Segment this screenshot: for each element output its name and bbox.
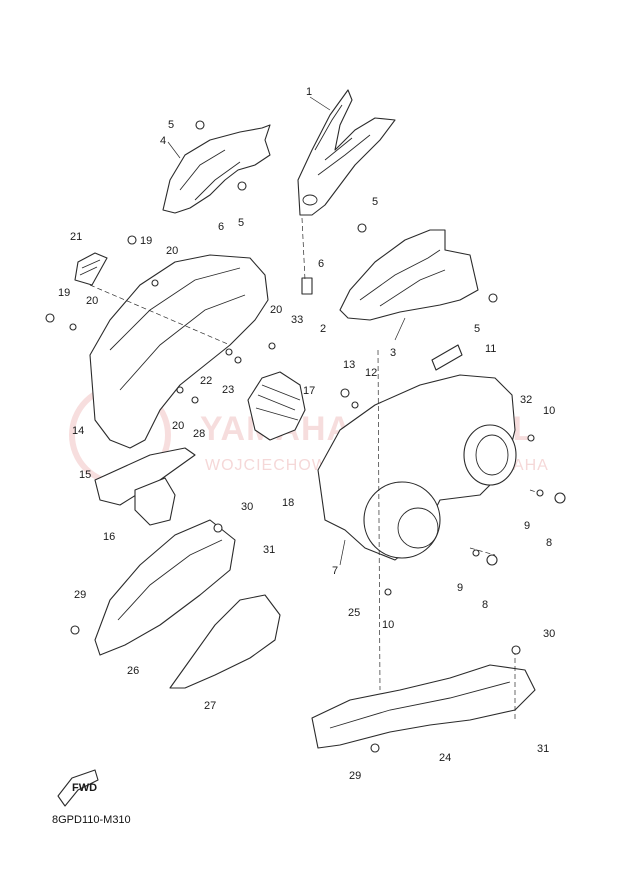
part-7-body-cover[interactable]	[317, 374, 517, 561]
callout-5a: 5	[168, 119, 174, 131]
callout-20d: 20	[172, 420, 184, 432]
callout-32: 32	[520, 394, 532, 406]
callout-21: 21	[70, 231, 82, 243]
callout-31a: 31	[263, 544, 275, 556]
callout-5c: 5	[372, 196, 378, 208]
callout-8a: 8	[546, 537, 552, 549]
callout-30a: 30	[241, 501, 253, 513]
callout-9a: 9	[524, 520, 530, 532]
callout-15: 15	[79, 469, 91, 481]
part-14-inner-panel[interactable]	[89, 254, 269, 449]
callout-6b: 6	[318, 258, 324, 270]
callout-20a: 20	[166, 245, 178, 257]
callout-29a: 29	[74, 589, 86, 601]
callout-16: 16	[103, 531, 115, 543]
fwd-arrow-icon: FWD	[57, 769, 99, 807]
callout-10b: 10	[382, 619, 394, 631]
callout-17: 17	[303, 385, 315, 397]
part-24-undercover[interactable]	[311, 664, 536, 749]
callout-14: 14	[72, 425, 84, 437]
leader-lines	[89, 96, 546, 720]
callout-7: 7	[332, 565, 338, 577]
fwd-label: FWD	[72, 782, 97, 794]
part-1-top-cover[interactable]	[297, 89, 396, 216]
callout-24: 24	[439, 752, 451, 764]
callout-23: 23	[222, 384, 234, 396]
part-17-mesh[interactable]	[247, 371, 306, 441]
callout-4: 4	[160, 135, 166, 147]
callout-3: 3	[390, 347, 396, 359]
callout-28: 28	[193, 428, 205, 440]
part-26-lower-panel[interactable]	[94, 519, 236, 656]
callout-13: 13	[343, 359, 355, 371]
callout-33: 33	[291, 314, 303, 326]
callout-1: 1	[306, 86, 312, 98]
callout-5d: 5	[474, 323, 480, 335]
callout-22: 22	[200, 375, 212, 387]
callout-29b: 29	[349, 770, 361, 782]
callout-19b: 19	[58, 287, 70, 299]
callout-20b: 20	[86, 295, 98, 307]
part-3-side-cover[interactable]	[339, 229, 479, 321]
callout-9b: 9	[457, 582, 463, 594]
part-15-cover[interactable]	[94, 447, 196, 506]
diagram-ref-code: 8GPD110-M310	[52, 814, 131, 826]
callout-20c: 20	[270, 304, 282, 316]
callout-5b: 5	[238, 217, 244, 229]
part-27-lower-panel[interactable]	[169, 594, 281, 689]
callout-11: 11	[485, 343, 496, 355]
callout-26: 26	[127, 665, 139, 677]
callout-27: 27	[204, 700, 216, 712]
callout-25: 25	[348, 607, 360, 619]
callout-31b: 31	[537, 743, 549, 755]
callouts: 1 2 3 4 5 5 5 5 6 6 7 8 8 9 9 10 10 11 1…	[58, 86, 555, 782]
callout-30b: 30	[543, 628, 555, 640]
part-11-badge[interactable]	[431, 344, 463, 371]
part-4-front-fender[interactable]	[162, 124, 271, 214]
callout-19a: 19	[140, 235, 152, 247]
callout-18: 18	[282, 497, 294, 509]
callout-2: 2	[320, 323, 326, 335]
callout-10a: 10	[543, 405, 555, 417]
callout-6a: 6	[218, 221, 224, 233]
fasteners	[45, 120, 566, 753]
part-2-clip[interactable]	[301, 277, 313, 295]
part-21-grille[interactable]	[74, 252, 108, 286]
callout-12: 12	[365, 367, 377, 379]
callout-8b: 8	[482, 599, 488, 611]
part-16-cover[interactable]	[134, 477, 176, 526]
